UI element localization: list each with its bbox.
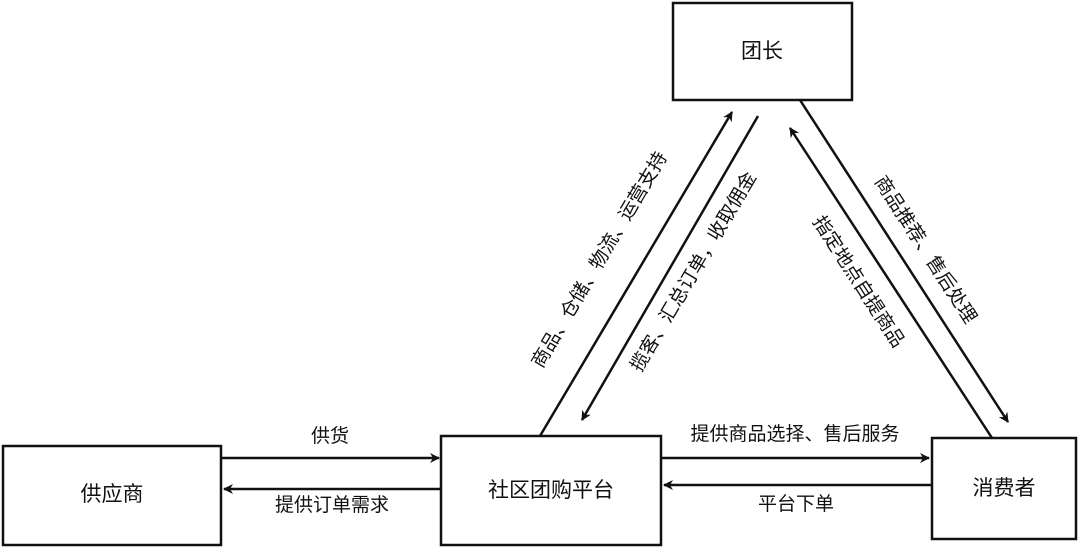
edge-leader-recommend-arrow	[798, 99, 1010, 423]
node-platform: 社区团购平台	[439, 434, 663, 547]
node-supplier-label: 供应商	[81, 482, 144, 506]
node-consumer-box	[930, 436, 1078, 541]
node-platform-box	[439, 434, 663, 547]
node-consumer: 消费者	[930, 436, 1078, 541]
node-leader-label: 团长	[741, 39, 783, 63]
node-consumer-label: 消费者	[973, 476, 1036, 500]
node-supplier-box	[1, 444, 223, 547]
edge-supply-label: 供货	[311, 425, 349, 447]
edge-place-order-label: 平台下单	[758, 493, 834, 515]
node-leader-box	[671, 1, 854, 102]
edge-consumer-pickup-arrow	[788, 127, 994, 439]
edge-goods-service-label: 提供商品选择、售后服务	[690, 423, 899, 445]
node-platform-label: 社区团购平台	[488, 478, 614, 502]
edge-order-demand-label: 提供订单需求	[275, 494, 389, 516]
node-supplier: 供应商	[1, 444, 223, 547]
edge-leader-collect-arrow	[580, 115, 760, 421]
node-leader: 团长	[671, 1, 854, 102]
edge-platform-support-arrow	[538, 111, 734, 437]
